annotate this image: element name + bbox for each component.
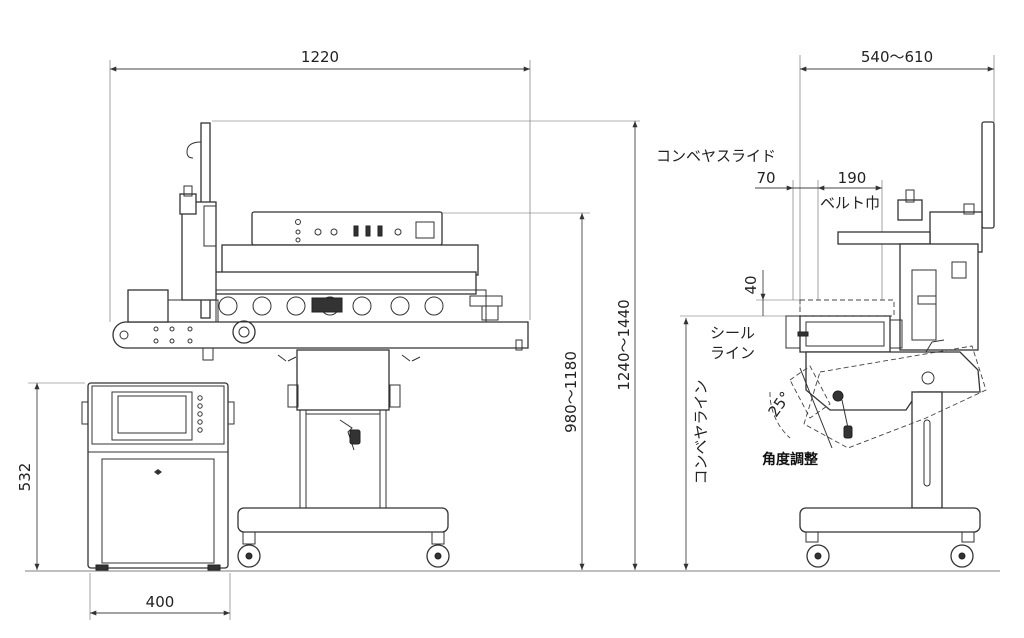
tilt-outline [803, 345, 987, 449]
angle-label: 25° [765, 388, 795, 420]
conveyor-line-label: コンベヤライン [692, 379, 710, 484]
machine-stand [237, 349, 450, 568]
control-box [81, 382, 235, 571]
sealing-head [127, 211, 503, 323]
conveyor-slide-label: コンベヤスライド [656, 147, 776, 165]
dim-532-label: 532 [16, 463, 34, 492]
dim-conveyor-height-label: 980〜1180 [562, 351, 580, 433]
printer-pole [179, 122, 217, 319]
seal-line-label-2: ライン [710, 344, 755, 362]
dim-40-label: 40 [742, 275, 760, 294]
dim-1220-label: 1220 [301, 48, 339, 66]
front-view: 1220 1240〜1440 980〜1180 [16, 48, 640, 620]
conveyor [112, 320, 529, 361]
dim-190-label: 190 [838, 169, 867, 187]
seal-line-label-1: シール [710, 324, 755, 342]
side-machine [785, 121, 995, 568]
dim-side-depth-label: 540〜610 [861, 48, 933, 66]
angle-adjust-label: 角度調整 [762, 451, 819, 468]
side-view: 540〜610 コンベヤスライド 70 190 ベルト巾 40 シール ライン … [656, 48, 995, 570]
dim-70-label: 70 [756, 169, 775, 187]
dim-400-label: 400 [146, 593, 175, 611]
touch-panel-screen [117, 395, 187, 434]
belt-width-label: ベルト巾 [820, 194, 880, 212]
dim-overall-height-label: 1240〜1440 [615, 299, 633, 390]
conveyor-slide-outline [799, 299, 895, 317]
